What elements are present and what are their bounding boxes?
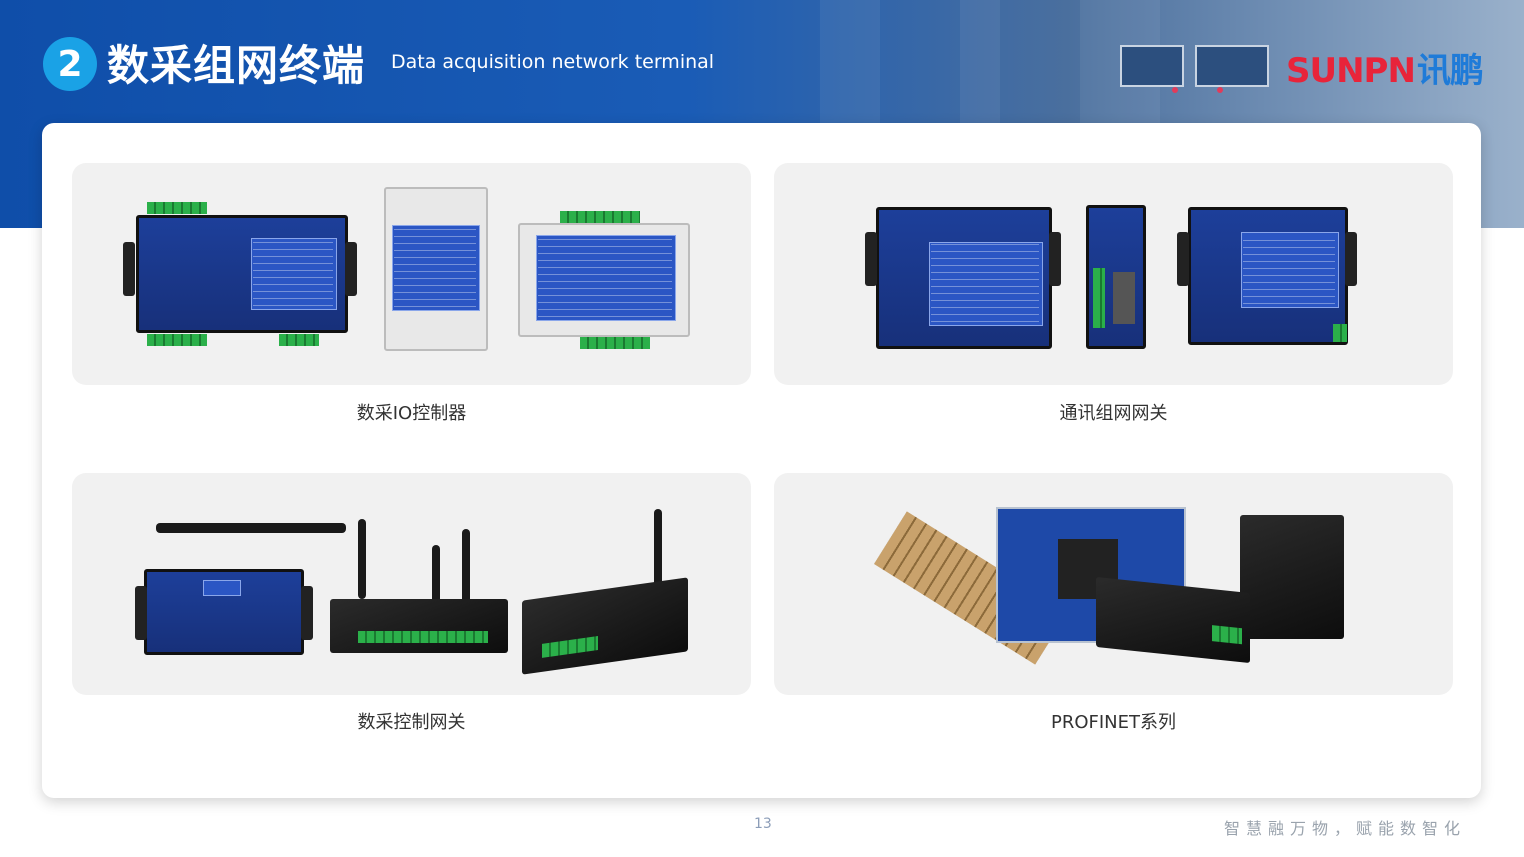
product-panel-control-gateway xyxy=(72,473,751,695)
product-image-control-gateway-c xyxy=(522,577,688,675)
product-image-io-controller-a xyxy=(123,202,357,346)
footer-slogan: 智慧融万物，赋能数智化 xyxy=(1224,819,1467,838)
section-number-badge: 2 xyxy=(43,37,97,91)
panel-caption-control-gateway: 数采控制网关 xyxy=(357,712,466,733)
product-panel-profinet xyxy=(774,473,1453,695)
brand-logo-cn: 讯鹏 xyxy=(1416,51,1484,91)
panel-caption-io-controller: 数采IO控制器 xyxy=(356,403,467,424)
product-image-io-controller-c xyxy=(518,211,690,349)
rack-illustration xyxy=(1195,45,1269,93)
panel-caption-profinet: PROFINET系列 xyxy=(1050,712,1177,733)
antenna-illustration xyxy=(156,523,346,533)
product-panel-io-controller xyxy=(72,163,751,385)
product-image-gateway-b xyxy=(1086,205,1146,349)
antenna-illustration xyxy=(358,519,366,599)
product-image-io-controller-b xyxy=(384,187,488,351)
content-card: 数采IO控制器 通讯组网网关 xyxy=(42,123,1481,798)
rack-illustration xyxy=(1120,45,1184,93)
product-image-profinet-box xyxy=(1096,576,1250,664)
product-image-control-gateway-b xyxy=(330,599,508,653)
brand-logo: SUNPN讯鹏 xyxy=(1286,43,1484,92)
product-image-gateway-c xyxy=(1177,207,1357,345)
brand-logo-en: SUNPN xyxy=(1286,51,1416,91)
antenna-illustration xyxy=(432,545,440,605)
antenna-illustration xyxy=(462,529,470,605)
product-image-control-gateway-a xyxy=(135,569,313,655)
product-image-gateway-a xyxy=(865,207,1061,349)
antenna-illustration xyxy=(654,509,662,595)
product-image-profinet-module xyxy=(1240,515,1344,639)
page-title: 数采组网终端 xyxy=(107,41,366,90)
product-panel-network-gateway xyxy=(774,163,1453,385)
page-number: 13 xyxy=(754,816,772,832)
page-subtitle: Data acquisition network terminal xyxy=(391,51,715,73)
panel-caption-network-gateway: 通讯组网网关 xyxy=(1059,403,1168,424)
